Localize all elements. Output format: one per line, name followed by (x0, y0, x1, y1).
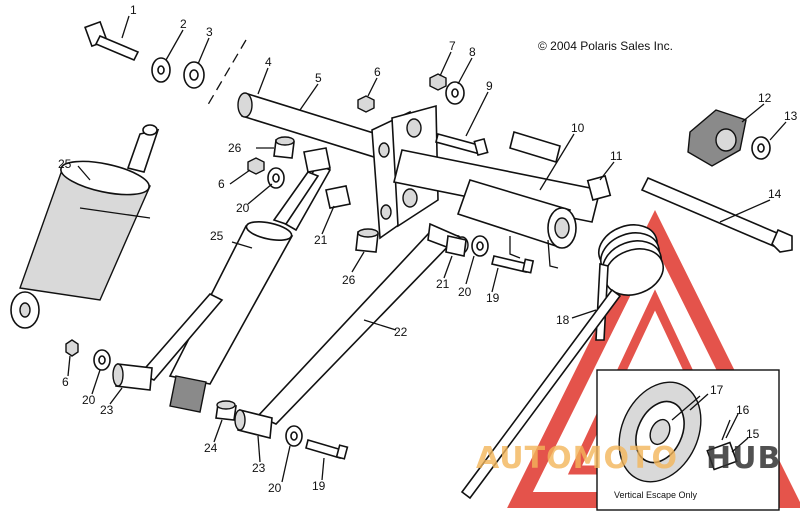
callout: 18 (556, 313, 570, 327)
callout: 6 (374, 65, 381, 79)
callout: 21 (436, 277, 450, 291)
callout: 3 (206, 25, 213, 39)
watermark-text: AUTOMOTO HUB (476, 441, 781, 476)
part-25-shock-center (168, 162, 332, 385)
callout: 6 (62, 375, 69, 389)
part-1-bolt (84, 20, 140, 62)
callout: 1 (130, 3, 137, 17)
part-19-bolt-right (491, 255, 535, 274)
part-2-washer (151, 57, 171, 83)
leader-lines (67, 15, 787, 483)
part-19-bolt-lower (305, 438, 349, 460)
part-6-nut-lower (65, 339, 79, 357)
part-26-bushing-mid (355, 228, 379, 253)
callout: 13 (784, 109, 798, 123)
callout: 8 (469, 45, 476, 59)
part-25-shock-left (10, 124, 160, 329)
inset-caption: Vertical Escape Only (614, 490, 698, 500)
callout: 14 (768, 187, 782, 201)
callout: 23 (252, 461, 266, 475)
callout: 10 (571, 121, 585, 135)
callout: 7 (449, 39, 456, 53)
callout: 16 (736, 403, 750, 417)
callout: 19 (312, 479, 326, 493)
callout: 20 (82, 393, 96, 407)
part-20-washer-right (471, 235, 489, 257)
part-6-nut-top (357, 95, 375, 113)
callout-labels: 1 2 3 4 5 6 7 8 9 10 11 12 13 14 25 26 6… (58, 3, 798, 495)
callout: 5 (315, 71, 322, 85)
part-23-spacer-lower (234, 408, 273, 440)
part-12-slider-block (687, 109, 747, 167)
callout: 15 (746, 427, 760, 441)
part-20-washer-lower (285, 425, 303, 447)
part-20-washer-mid (267, 167, 285, 189)
part-24-bushing (215, 400, 237, 421)
callout: 20 (268, 481, 282, 495)
callout: 9 (486, 79, 493, 93)
part-14-long-bolt (640, 176, 793, 253)
callout: 21 (314, 233, 328, 247)
part-21-spacer-right (445, 235, 467, 257)
callout: 25 (58, 157, 72, 171)
callout: 25 (210, 229, 224, 243)
inset-box (596, 369, 780, 511)
part-6-nut-mid (247, 157, 265, 175)
part-21-spacer-upper (303, 147, 351, 209)
callout: 26 (342, 273, 356, 287)
part-lower-arm (112, 293, 224, 413)
callout: 20 (236, 201, 250, 215)
callout: 24 (204, 441, 218, 455)
part-26-bushing-top (273, 136, 295, 159)
callout: 22 (394, 325, 408, 339)
part-9-bolt (435, 133, 489, 157)
part-20-washer-lower-left (93, 349, 111, 371)
callout: 4 (265, 55, 272, 69)
part-13-washer (751, 136, 771, 160)
callout: 20 (458, 285, 472, 299)
callout: 2 (180, 17, 187, 31)
callout: 12 (758, 91, 772, 105)
callout: 26 (228, 141, 242, 155)
part-10-pivot-tube (393, 130, 612, 269)
watermark-text-left: AUTOMOTO (476, 441, 678, 476)
copyright-notice: © 2004 Polaris Sales Inc. (538, 39, 673, 53)
watermark-text-right: HUB (706, 441, 781, 476)
part-8-washer (445, 81, 465, 105)
callout: 23 (100, 403, 114, 417)
part-3-washer (183, 61, 205, 89)
callout: 19 (486, 291, 500, 305)
callout: 6 (218, 177, 225, 191)
part-7-nut (429, 73, 447, 91)
part-18-torsion-spring (460, 224, 664, 500)
callout: 17 (710, 383, 724, 397)
callout: 11 (610, 149, 623, 163)
